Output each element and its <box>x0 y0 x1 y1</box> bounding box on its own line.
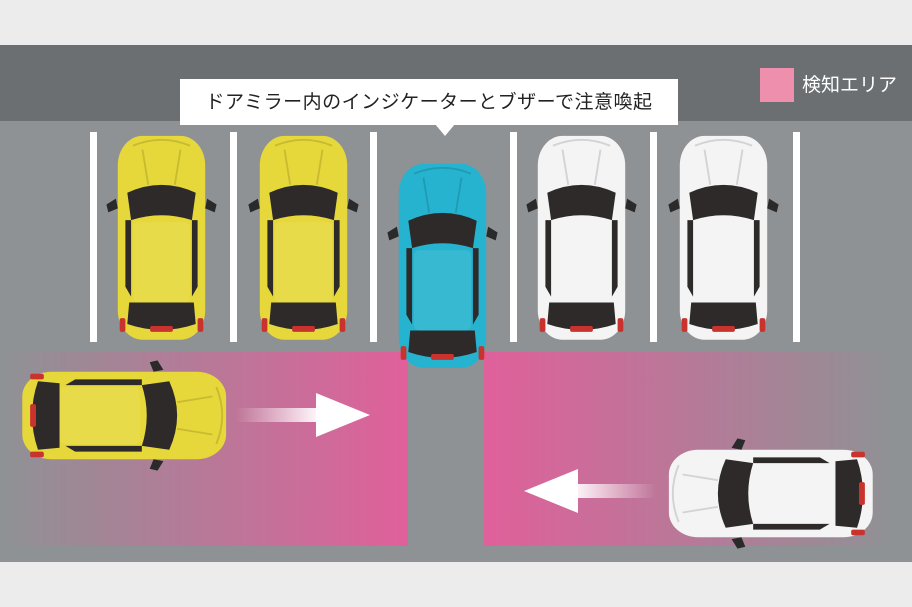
legend-label: 検知エリア <box>802 74 898 96</box>
arrow-left-icon <box>524 469 656 513</box>
callout-text: ドアミラー内のインジケーターとブザーで注意喚起 <box>205 91 653 113</box>
parking-lines <box>90 132 800 342</box>
moving-car-white <box>667 437 874 550</box>
parked-car-white-1 <box>525 134 638 341</box>
parked-car-yellow-1 <box>105 134 218 341</box>
moving-car-yellow <box>21 359 228 472</box>
parked-car-white-2 <box>667 134 780 341</box>
own-car-blue <box>386 162 499 369</box>
callout-tail <box>435 124 455 136</box>
arrow-right-icon <box>236 393 370 437</box>
legend-swatch <box>760 68 794 102</box>
warning-callout: ドアミラー内のインジケーターとブザーで注意喚起 <box>180 79 678 125</box>
parked-car-yellow-2 <box>247 134 360 341</box>
